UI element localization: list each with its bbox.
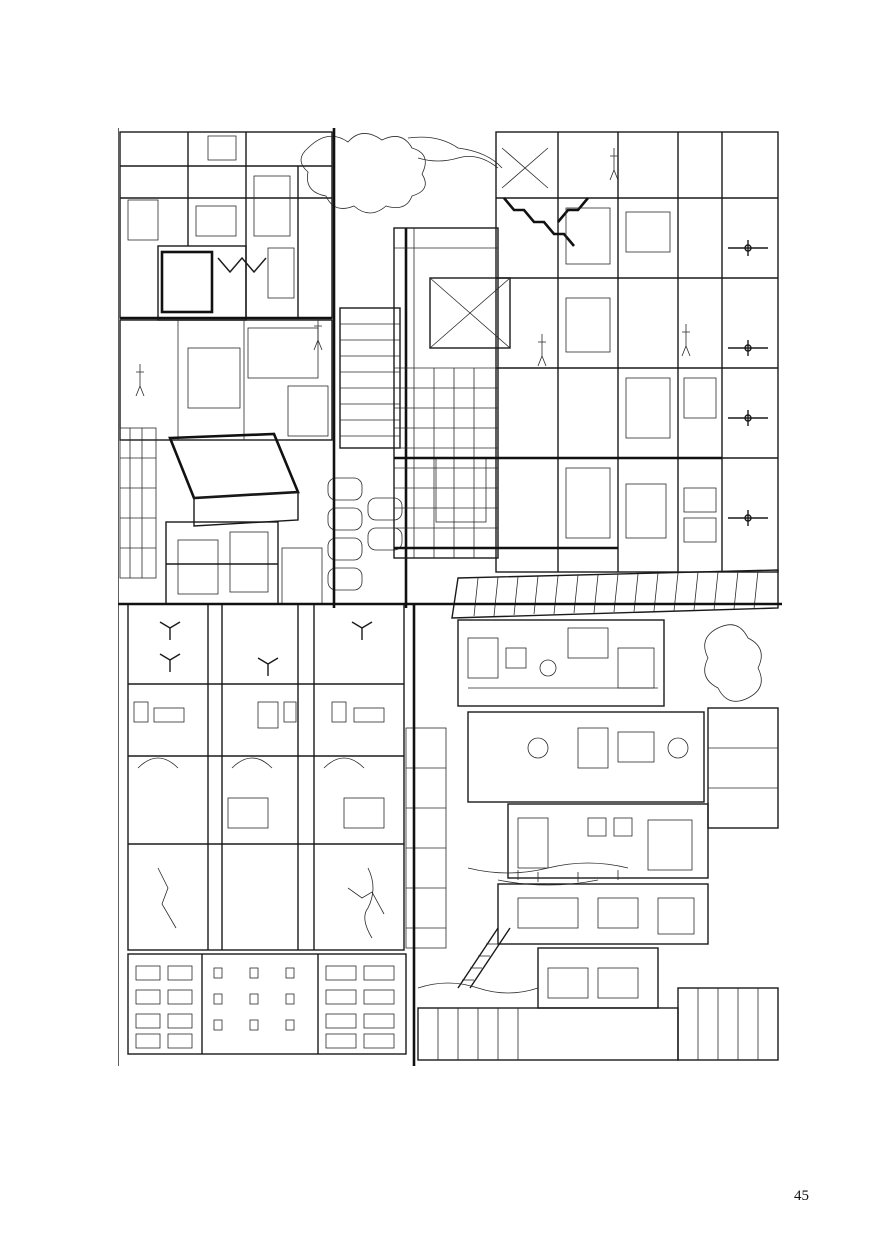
facade-windows [127,953,407,1055]
balcony-railings [119,427,157,579]
tree-canopy [300,133,503,214]
bottom-right-settlement-section [417,569,779,1061]
bottom-left-row-houses [127,603,447,1055]
ceiling-fans [728,240,768,526]
parked-cars [327,477,403,591]
sketch-drawing [118,128,782,1066]
architectural-sketch-illustration [118,128,782,1066]
top-left-floor-plans [119,128,503,608]
page-number: 45 [794,1188,809,1204]
stair-block [339,307,401,449]
isometric-building [165,432,323,605]
top-right-grid-plans [393,131,779,573]
hatched-grid [393,227,499,559]
row-house-fans [159,621,373,676]
household-items [467,627,695,999]
